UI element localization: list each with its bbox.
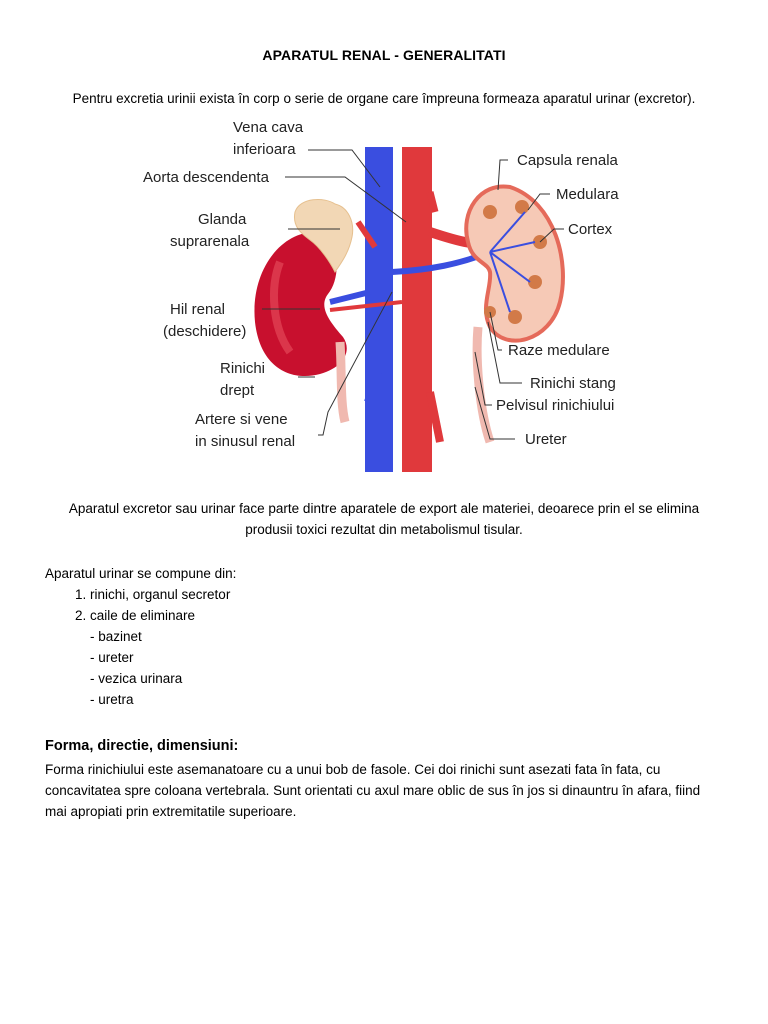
sub-list-item: - uretra [90,692,134,707]
organ-list: rinichi, organul secretor caile de elimi… [45,584,723,626]
label-rinichi-drept-2: drept [220,382,255,399]
label-glanda-1: Glanda [198,211,247,228]
paragraph-1: Aparatul excretor sau urinar face parte … [68,501,700,537]
list-item: caile de eliminare [90,605,723,626]
label-hil-2: (deschidere) [163,323,246,340]
intro-text: Pentru excretia urinii exista în corp o … [72,91,696,106]
page-title: APARATUL RENAL - GENERALITATI [262,47,506,63]
list-item: rinichi, organul secretor [90,584,723,605]
left-ureter [472,326,495,444]
adrenal-gland [293,199,354,273]
label-vena-cava-1: Vena cava [233,119,304,136]
sub-list-item: - vezica urinara [90,671,183,686]
label-glanda-2: suprarenala [170,233,250,250]
label-rinichi-drept-1: Rinichi [220,360,265,377]
sub-list-item: - bazinet [90,629,142,644]
label-vena-cava-2: inferioara [233,141,296,158]
components-list: Aparatul urinar se compune din: rinichi,… [45,563,723,710]
label-raze: Raze medulare [508,342,610,359]
label-medulara: Medulara [556,186,619,203]
label-ureter: Ureter [525,431,567,448]
aorta [402,147,432,472]
list-intro: Aparatul urinar se compune din: [45,566,237,581]
label-artere-1: Artere si vene [195,411,288,428]
sub-list-item: - ureter [90,650,134,665]
label-pelvisul: Pelvisul rinichiului [496,397,614,414]
label-capsula: Capsula renala [517,152,619,169]
section-text: Forma rinichiului este asemanatoare cu a… [45,762,701,819]
section-heading: Forma, directie, dimensiuni: [45,738,239,754]
label-artere-2: in sinusul renal [195,433,295,450]
label-hil-1: Hil renal [170,301,225,318]
label-aorta: Aorta descendenta [143,169,270,186]
right-ureter [335,341,350,424]
left-kidney [464,184,565,343]
label-cortex: Cortex [568,221,613,238]
kidney-anatomy-diagram: Vena cava inferioara Aorta descendenta G… [143,119,619,472]
label-rinichi-stang: Rinichi stang [530,375,616,392]
vena-cava [365,147,393,472]
